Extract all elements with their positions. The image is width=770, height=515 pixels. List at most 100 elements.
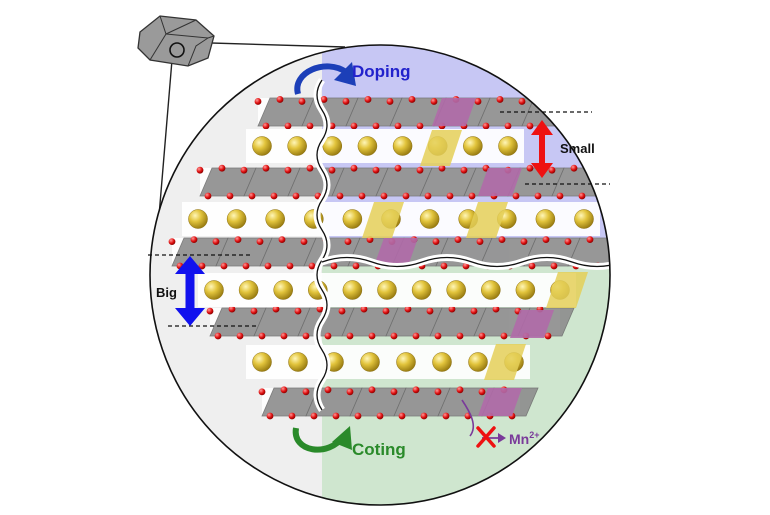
- zoom-circle: [149, 44, 611, 506]
- oxygen-atom: [462, 262, 470, 270]
- oxygen-atom: [316, 305, 324, 313]
- oxygen-atom: [434, 332, 442, 340]
- oxygen-atom: [320, 96, 328, 103]
- oxygen-atom: [542, 236, 550, 244]
- oxygen-atom: [548, 166, 556, 174]
- oxygen-atom: [342, 98, 350, 105]
- spacer-atom: [446, 280, 466, 300]
- oxygen-atom: [468, 192, 476, 200]
- oxygen-atom: [242, 262, 250, 270]
- oxygen-atom: [372, 122, 380, 130]
- dopant-octahedron: [374, 238, 418, 266]
- oxygen-atom: [298, 98, 306, 105]
- spacer-atom: [392, 136, 413, 156]
- spacer-atom: [226, 209, 247, 229]
- oxygen-atom: [492, 305, 500, 313]
- oxygen-atom: [336, 192, 344, 200]
- oxygen-atom: [456, 332, 464, 340]
- oxygen-atom: [350, 164, 358, 172]
- oxygen-atom: [284, 122, 292, 130]
- oxygen-atom: [346, 388, 354, 396]
- oxygen-atom: [476, 238, 484, 246]
- oxygen-atom: [284, 166, 292, 174]
- oxygen-atom: [368, 332, 376, 340]
- oxygen-atom: [426, 307, 434, 315]
- oxygen-atom: [550, 262, 558, 270]
- oxygen-atom: [228, 305, 236, 313]
- oxygen-atom: [286, 262, 294, 270]
- oxygen-atom: [408, 96, 416, 103]
- spacer-atom: [419, 209, 440, 229]
- spacer-atom: [188, 209, 208, 229]
- oxygen-atom: [556, 192, 564, 200]
- small-label: Small: [560, 141, 595, 156]
- oxygen-atom: [578, 192, 586, 200]
- oxygen-atom: [394, 164, 402, 172]
- oxygen-atom: [448, 305, 456, 313]
- oxygen-atom: [526, 122, 534, 130]
- oxygen-atom: [338, 307, 346, 315]
- crystal-icon: [137, 15, 215, 67]
- oxygen-atom: [198, 262, 206, 270]
- substitution-tile: [484, 344, 526, 380]
- spacer-atom: [574, 209, 594, 229]
- oxygen-atom: [344, 238, 352, 246]
- oxygen-atom: [482, 122, 490, 130]
- dopant-octahedron: [432, 98, 476, 126]
- oxygen-atom: [332, 412, 340, 420]
- oxygen-atom: [390, 388, 398, 396]
- small-double-arrow-icon: [531, 120, 553, 178]
- oxygen-atom: [416, 166, 424, 174]
- oxygen-atom: [196, 166, 204, 174]
- oxygen-atom: [262, 164, 270, 172]
- oxygen-atom: [478, 388, 486, 396]
- spacer-atom: [357, 136, 378, 156]
- oxygen-atom: [498, 236, 506, 244]
- oxygen-atom: [386, 98, 394, 105]
- spacer-atom: [252, 136, 272, 156]
- spacer-atom: [360, 352, 380, 372]
- spacer-atom: [265, 209, 285, 229]
- oxygen-atom: [258, 388, 266, 396]
- oxygen-atom: [368, 386, 376, 394]
- oxygen-atom: [432, 238, 440, 246]
- oxygen-atom: [190, 236, 198, 244]
- big-double-arrow-icon: [175, 256, 205, 326]
- oxygen-atom: [218, 164, 226, 172]
- oxygen-atom: [434, 388, 442, 396]
- substitution-tile: [362, 202, 404, 238]
- oxygen-atom: [376, 412, 384, 420]
- oxygen-atom: [302, 388, 310, 396]
- oxygen-atom: [364, 96, 372, 103]
- spacer-atom: [342, 209, 363, 229]
- oxygen-atom: [310, 412, 318, 420]
- oxygen-atom: [206, 307, 214, 315]
- oxygen-atom: [256, 238, 264, 246]
- oxygen-atom: [526, 164, 534, 172]
- big-label: Big: [156, 285, 177, 300]
- oxygen-atom: [358, 192, 366, 200]
- dopant-octahedron: [478, 168, 522, 196]
- dashed-guides: [148, 111, 610, 327]
- oxygen-atom: [424, 192, 432, 200]
- oxygen-atom: [474, 98, 482, 105]
- oxygen-atom: [236, 332, 244, 340]
- oxygen-atom: [544, 332, 552, 340]
- spacer-atom: [535, 209, 556, 229]
- oxygen-atom: [212, 238, 220, 246]
- mn-ion-label: Mn2+: [509, 430, 539, 447]
- oxygen-atom: [264, 262, 272, 270]
- oxygen-atom: [446, 192, 454, 200]
- oxygen-atom: [270, 192, 278, 200]
- oxygen-atom: [294, 307, 302, 315]
- oxygen-atom: [240, 166, 248, 174]
- oxygen-atom: [324, 386, 332, 394]
- oxygen-atom: [262, 122, 270, 130]
- oxygen-atom: [592, 166, 600, 174]
- oxygen-atom: [168, 238, 176, 246]
- oxygen-atom: [272, 305, 280, 313]
- oxygen-atom: [402, 192, 410, 200]
- oxygen-atom: [500, 332, 508, 340]
- oxygen-atom: [220, 262, 228, 270]
